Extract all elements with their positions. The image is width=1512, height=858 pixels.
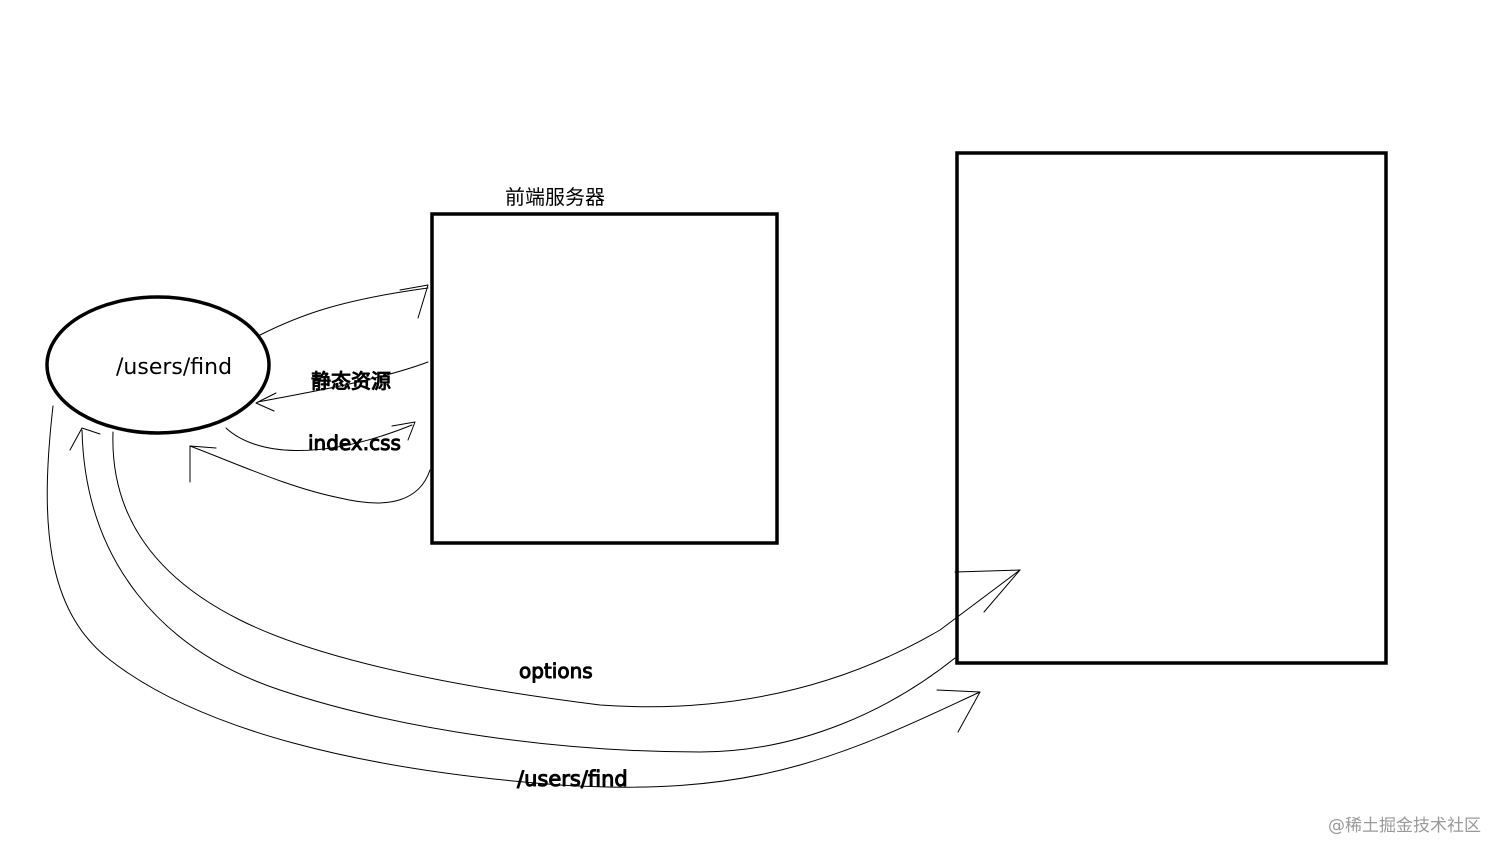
client-node: /users/find (45, 295, 271, 435)
static-resource-label: 静态资源 (311, 369, 391, 393)
arrow-users-find (46, 405, 981, 788)
frontend-server: 前端服务器 (430, 185, 779, 545)
arrow-static-resource (255, 361, 429, 412)
client-node-label: /users/find (116, 355, 232, 380)
arrow-index-css-response (189, 445, 431, 504)
frontend-server-box (430, 212, 779, 545)
arrow-index-css-request (225, 421, 416, 451)
backend-server-box (955, 151, 1388, 665)
users-find-label: /users/find (517, 767, 628, 791)
watermark: @稀土掘金技术社区 (1328, 816, 1481, 836)
arrow-options (112, 431, 1021, 708)
options-label: options (519, 659, 593, 683)
index-css-label: index.css (308, 431, 401, 455)
arrow-request-frontend (259, 284, 429, 336)
backend-server (955, 151, 1388, 665)
frontend-server-title: 前端服务器 (505, 185, 605, 209)
arrow-options-response (69, 427, 956, 753)
client-ellipse (45, 295, 271, 435)
